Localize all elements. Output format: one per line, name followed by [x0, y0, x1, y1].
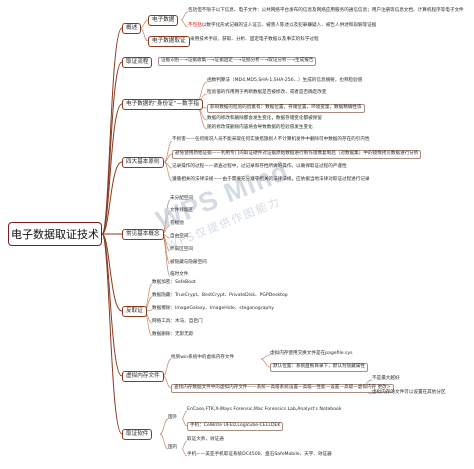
- leaf-hash-1: 函数判算法（MD4,MD5,SHA-1,SHA-256...）生成的信息摘要，也…: [207, 78, 363, 83]
- branch-tools[interactable]: 取证软件: [122, 429, 153, 440]
- branch-concepts[interactable]: 常见基本概念: [122, 229, 164, 240]
- leaf-principle-4: 遵循相关的法律法规——由于需要充分遵守相关的法律法规，应依据当地法律对取证过程进…: [172, 177, 370, 182]
- root-topic[interactable]: 电子数据取证技术: [8, 222, 102, 246]
- group-domestic: 国内: [168, 445, 178, 450]
- branch-flow[interactable]: 取证流程: [122, 57, 153, 68]
- branch-anti-forensics[interactable]: 反取证: [122, 306, 147, 317]
- leaf-vm-default-location: 默认位置：系统盘根目录下，默认为隐藏属性: [270, 363, 368, 372]
- leaf-hash-5: 随的修改或删除内容将会导致数据的检验值发生变化: [207, 125, 313, 130]
- group-foreign: 国外: [168, 415, 178, 420]
- leaf-tools-foreign-pc: EnCase,FTK,X-Ways Forensic,Mac Forensics…: [187, 407, 342, 412]
- leaf-flow-steps: 证据识别—→证据收集—→证据固定—→证据分析—→取证分析—→生成报告: [158, 57, 317, 66]
- excludes-highlight: 不包括: [188, 23, 202, 28]
- leaf-principle-2: 避免使用原始证据——利用专门的取证硬件对证据原始数据进行制作镜像复制后（对数据集…: [172, 150, 422, 159]
- leaf-tools-foreign-mobile: 手机：CelBrite UFED,Logicube-CELLDEK: [187, 422, 284, 431]
- leaf-vm-other-partition: 虚拟内存的文件可以设置在其他分区: [372, 390, 446, 395]
- leaf-tools-domestic-mobile: 手机——美亚手机取证系统DC4500、盘石SafeMobile、天宇、效证器: [187, 452, 332, 457]
- leaf-anti-1: 数据加密：SafeBoot: [152, 280, 196, 285]
- leaf-concept-3: 卷松弛: [170, 221, 184, 226]
- leaf-vm-path: 查找内存数据文件中的虚拟内存文件——系统—高级系统设置—高级—性能—设置—高级—…: [171, 384, 394, 393]
- sub-electronic-data[interactable]: 电子数据: [148, 15, 179, 26]
- link-anti: [101, 233, 123, 312]
- branch-hash[interactable]: 电子数据的“身份证”—数字指: [122, 99, 203, 110]
- leaf-hash-3: 影响数据的检验的因素有：数据位置，存储位置，环境变量，数据精确性等: [207, 104, 365, 113]
- leaf-concept-1: 未分配空间: [170, 196, 193, 201]
- leaf-electronic-data-excludes: 不包括以数字化形式记载的证人证言、被害人陈述以及犯罪嫌疑人、被告人供述和辩解等证…: [188, 23, 377, 29]
- link-hash: [101, 103, 123, 235]
- leaf-principle-1: 不损害——任何情况人员不能采取任何实质措施损人不计算机发件中删除可中数据的存在的…: [172, 137, 370, 142]
- leaf-hash-2: 检验值的作用用于判断数据是否被修改，或者是否确定改变: [207, 90, 327, 95]
- excludes-text: 以数字化形式记载的证人证言、被害人陈述以及犯罪嫌疑人、被告人供述和辩解等证据: [201, 23, 377, 28]
- leaf-concept-2: 文件残留区: [170, 208, 193, 213]
- leaf-vm-note: 不是最大越好: [372, 376, 400, 381]
- leaf-anti-4: 网络工具：木马、自启门: [152, 319, 203, 324]
- leaf-tools-domestic-pc: 取证大师，效证通: [187, 437, 224, 442]
- branch-virtual-memory[interactable]: 虚拟内存文件: [122, 371, 164, 382]
- sub-forensics-definition[interactable]: 电子数据取证: [148, 36, 190, 47]
- leaf-anti-5: 数据删除：无影无踪: [152, 332, 194, 337]
- leaf-concept-4: 自由空间: [170, 234, 189, 239]
- leaf-vm-find: 找到win系统中的虚拟内存文件: [171, 355, 235, 360]
- link-tools: [101, 233, 123, 435]
- link-principles: [101, 161, 123, 235]
- branch-principles[interactable]: 四大基本原则: [122, 157, 164, 168]
- leaf-anti-3: 数据擦除：ImageGalaxy、ImageHide、steganography: [152, 306, 274, 311]
- leaf-concept-5: 坏扇区空间: [170, 247, 193, 252]
- leaf-concept-7: 临时文件: [170, 272, 189, 277]
- branch-overview[interactable]: 概述: [122, 23, 142, 34]
- leaf-anti-2: 数据隐藏：TrueCrypt、BestCrypt、PrivateDisk、PGP…: [152, 293, 288, 298]
- leaf-hash-4: 数据的修改和删除都会发生变化，数据存储变化都被保留: [207, 116, 322, 121]
- leaf-concept-6: 被隐藏与隐蔽空间: [170, 260, 207, 265]
- leaf-vm-pagefile: 虚拟内存使用交换文件是在pagefile.sys: [270, 351, 353, 356]
- leaf-principle-3: 记录操作的过程——调查过程中，过记录和存档所做的操作，以确保取证过程的严谨性: [172, 164, 347, 169]
- leaf-forensics-definition: 采用技术手段，获取、分析、固定电子数据以及事实的科学过程: [190, 37, 319, 42]
- leaf-electronic-data-includes: 包括但不限于以下信息、电子文件：公共网络平台发布的信息及网络应用服务的通信信息；…: [188, 8, 464, 13]
